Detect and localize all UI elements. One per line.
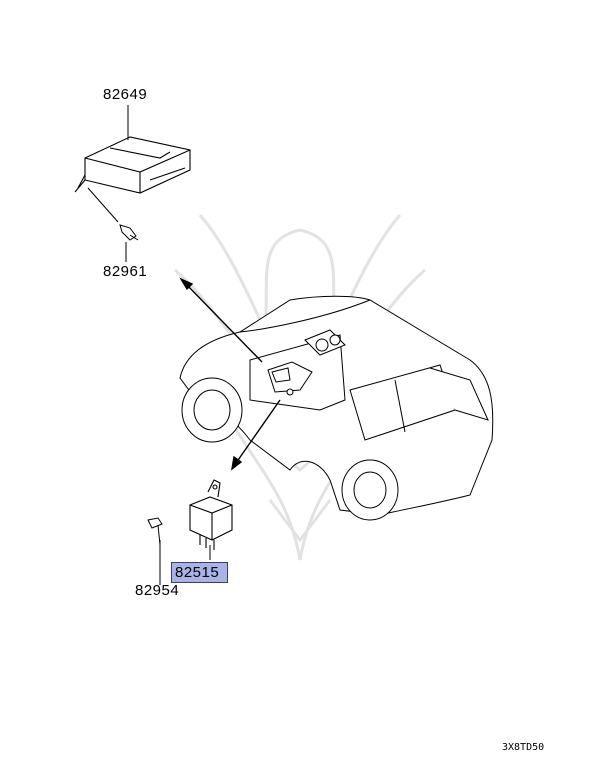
pointer-arrows <box>179 277 281 471</box>
vehicle-outline <box>179 295 494 521</box>
reference-code: 3X8TD50 <box>502 742 545 753</box>
callout-82961: 82961 <box>103 263 148 280</box>
screw-top <box>119 224 139 241</box>
callout-82515: 82515 <box>171 562 229 583</box>
relay-part <box>189 479 233 550</box>
control-unit <box>74 136 191 194</box>
callout-82649: 82649 <box>103 86 148 103</box>
callout-82954: 82954 <box>135 582 180 599</box>
